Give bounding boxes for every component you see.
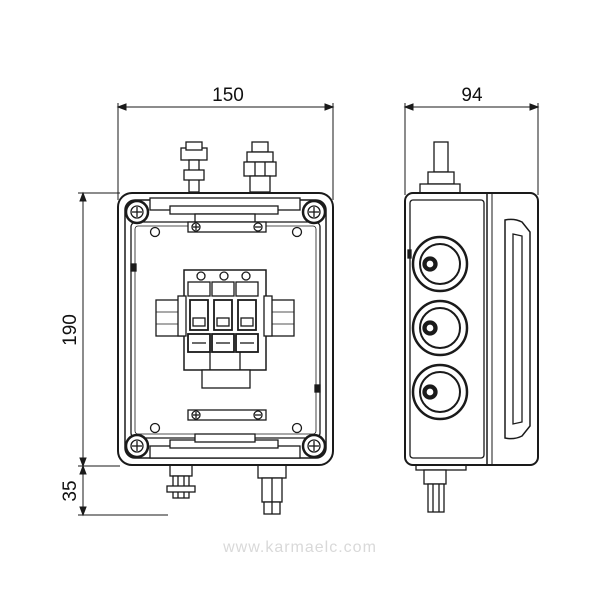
bottom-connector-left (166, 461, 196, 499)
side-top-connector (419, 141, 461, 195)
bottom-bracket (149, 433, 301, 459)
front-view (117, 141, 334, 515)
dimension-front-width (116, 103, 335, 200)
dimension-label-190: 190 (60, 314, 81, 346)
watermark-url: www.karmaelc.com (222, 539, 377, 556)
mount-screw (291, 226, 303, 238)
bottom-connector-right (257, 461, 287, 515)
dimension-label-35: 35 (60, 480, 81, 501)
top-bracket (149, 197, 301, 223)
corner-screw-top-left (124, 199, 150, 225)
side-bottom-connector (415, 461, 467, 513)
mount-screw (149, 422, 161, 434)
mount-screw (149, 226, 161, 238)
cable-gland-bottom (411, 363, 469, 421)
label-plate (201, 369, 251, 389)
dimension-connector-height (78, 464, 168, 517)
dimension-label-94: 94 (461, 85, 483, 106)
dimension-body-height (78, 191, 120, 468)
watermark: www.karmaelc.com (222, 539, 377, 556)
top-connector-left (180, 141, 208, 193)
corner-screw-bottom-right (301, 433, 327, 459)
top-connector-right (243, 141, 277, 193)
cable-gland-middle (411, 299, 469, 357)
bottom-terminal-bar (187, 409, 267, 421)
corner-screw-bottom-left (124, 433, 150, 459)
top-terminal-bar (187, 221, 267, 233)
side-view (404, 141, 539, 513)
dimension-side-width (403, 103, 540, 195)
corner-screw-top-right (301, 199, 327, 225)
fuse-holder-block (177, 269, 273, 371)
mount-screw (291, 422, 303, 434)
cable-gland-top (411, 235, 469, 293)
dimension-label-150: 150 (212, 85, 244, 106)
